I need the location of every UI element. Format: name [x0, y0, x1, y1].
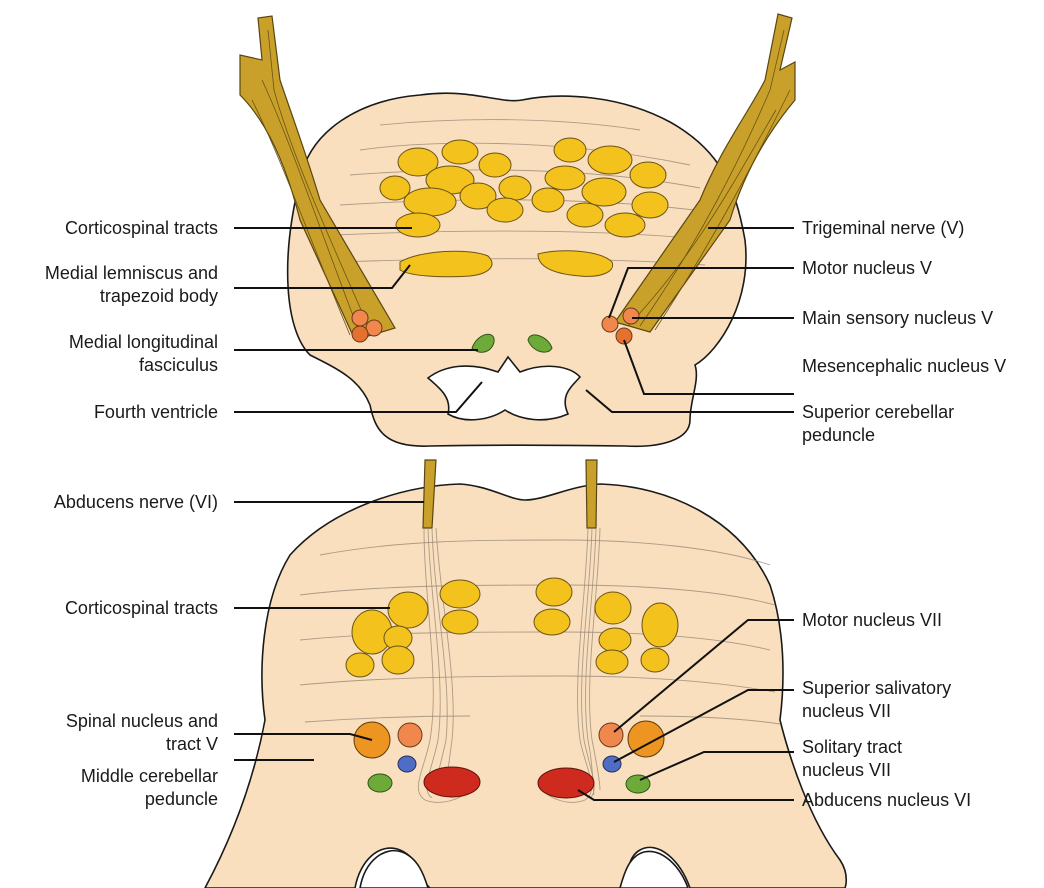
label-medial-lemniscus-1: Medial lemniscus and	[45, 263, 218, 283]
lower-pons-section	[205, 460, 846, 888]
label-spinal-nucleus-1: Spinal nucleus and	[66, 711, 218, 731]
label-motor-nucleus-vii: Motor nucleus VII	[802, 610, 942, 630]
label-abducens-nucleus: Abducens nucleus VI	[802, 790, 971, 810]
label-sup-cerebellar-1: Superior cerebellar	[802, 402, 954, 422]
label-corticospinal-bottom: Corticospinal tracts	[65, 598, 218, 618]
label-middle-cerebellar-2: peduncle	[145, 789, 218, 809]
main-sensory-nucleus-v-dot	[623, 308, 639, 324]
label-solitary-1: Solitary tract	[802, 737, 902, 757]
superior-salivatory-dot	[603, 756, 621, 772]
abducens-nerve-right	[586, 460, 597, 528]
label-fourth-ventricle: Fourth ventricle	[94, 402, 218, 422]
label-mlf-1: Medial longitudinal	[69, 332, 218, 352]
label-sup-salivatory-1: Superior salivatory	[802, 678, 951, 698]
labels-left: Corticospinal tracts Medial lemniscus an…	[45, 218, 218, 809]
label-mesencephalic-v: Mesencephalic nucleus V	[802, 356, 1006, 376]
label-trigeminal-nerve: Trigeminal nerve (V)	[802, 218, 964, 238]
label-abducens-nerve: Abducens nerve (VI)	[54, 492, 218, 512]
label-medial-lemniscus-2: trapezoid body	[100, 286, 218, 306]
label-corticospinal-top: Corticospinal tracts	[65, 218, 218, 238]
upper-pons-section	[240, 14, 795, 446]
label-solitary-2: nucleus VII	[802, 760, 891, 780]
label-middle-cerebellar-1: Middle cerebellar	[81, 766, 218, 786]
label-mlf-2: fasciculus	[139, 355, 218, 375]
label-sup-cerebellar-2: peduncle	[802, 425, 875, 445]
motor-nucleus-v-dot	[602, 316, 618, 332]
lower-pons-outline	[205, 484, 846, 888]
label-sup-salivatory-2: nucleus VII	[802, 701, 891, 721]
labels-right: Trigeminal nerve (V) Motor nucleus V Mai…	[802, 218, 1006, 810]
label-motor-nucleus-v: Motor nucleus V	[802, 258, 932, 278]
label-main-sensory-v: Main sensory nucleus V	[802, 308, 993, 328]
abducens-nucleus-dot	[538, 768, 594, 798]
label-spinal-nucleus-2: tract V	[166, 734, 218, 754]
